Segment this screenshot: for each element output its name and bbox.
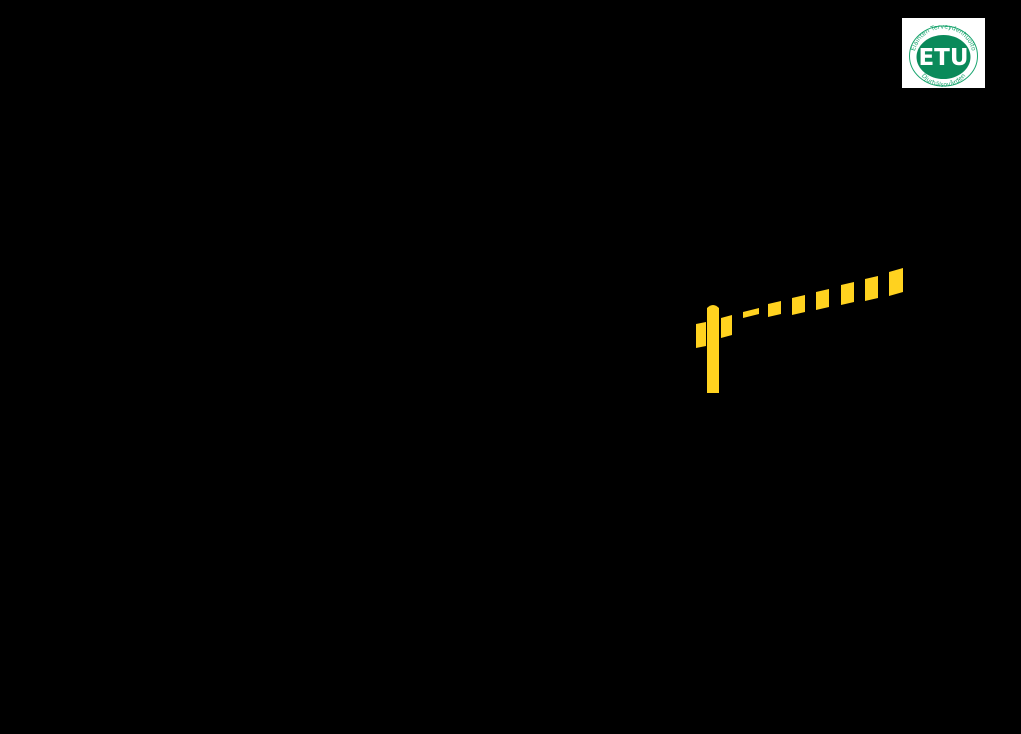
barrier-stripe xyxy=(768,301,781,317)
barrier-stripe xyxy=(721,315,732,338)
barrier-stripe xyxy=(865,276,878,301)
barrier-stripe xyxy=(841,282,854,305)
logo-monogram: ETU xyxy=(918,45,968,71)
barrier-stripe xyxy=(816,289,829,310)
boom-barrier-icon xyxy=(696,268,903,393)
barrier-stripe xyxy=(743,308,759,318)
barrier-stripe xyxy=(792,295,805,315)
boom-barrier xyxy=(690,262,910,397)
etu-logo-icon: Eläinten Terveydenhuolto Djurhälsovården… xyxy=(909,23,978,88)
barrier-post xyxy=(707,305,719,393)
barrier-stripe xyxy=(696,322,706,348)
etu-logo: Eläinten Terveydenhuolto Djurhälsovården… xyxy=(902,18,985,88)
barrier-stripe xyxy=(889,268,903,296)
